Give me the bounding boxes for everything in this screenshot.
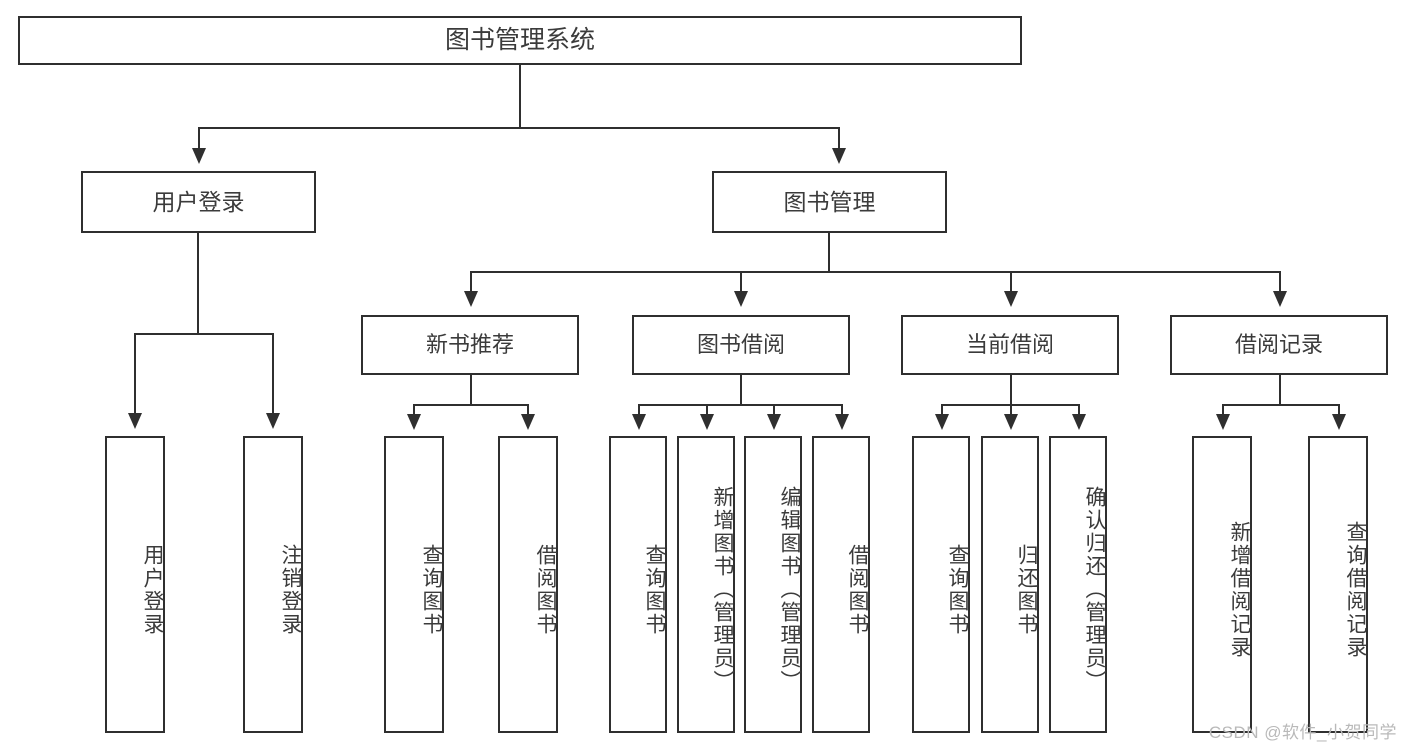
connector-root-drop-left [198,127,200,149]
arrow-to-new-book-recommend [464,291,478,307]
arrow-to-logout-leaf [266,413,280,429]
node-label: 编辑图书（管理员） [778,486,801,693]
connector-user-login-drop-2 [272,333,274,414]
node-label: 借阅图书 [846,543,869,636]
arrow-to-borrow-record [1273,291,1287,307]
connector-user-login-stem [197,233,199,334]
connector-root-bus [198,127,840,129]
connector-level3-drop-4 [1279,271,1281,292]
connector-book-borrow-drop-2 [706,404,708,415]
arrow-to-new-book-leaf-2 [521,414,535,430]
arrow-to-borrow-record-leaf-1 [1216,414,1230,430]
node-user-login[interactable]: 用户登录 [81,171,316,233]
node-current-borrow[interactable]: 当前借阅 [901,315,1119,375]
connector-current-borrow-stem [1010,375,1012,405]
csdn-watermark: CSDN @软件_小贺同学 [1208,723,1397,742]
connector-book-borrow-bus [638,404,843,406]
connector-borrow-record-bus [1222,404,1340,406]
arrow-to-borrow-record-leaf-2 [1332,414,1346,430]
connector-borrow-record-stem [1279,375,1281,405]
node-label: 新书推荐 [425,332,514,358]
arrow-to-book-management [832,148,846,164]
leaf-user-login[interactable]: 用户登录 [105,436,165,733]
leaf-query-borrow-record[interactable]: 查询借阅记录 [1308,436,1368,733]
leaf-add-borrow-record[interactable]: 新增借阅记录 [1192,436,1252,733]
node-label: 新增借阅记录 [1228,520,1251,659]
arrow-to-book-borrow-leaf-3 [767,414,781,430]
node-label: 借阅图书 [534,543,557,636]
node-book-management[interactable]: 图书管理 [712,171,947,233]
connector-root-drop-right [838,127,840,149]
connector-level3-drop-2 [740,271,742,292]
arrow-to-new-book-leaf-1 [407,414,421,430]
node-label: 用户登录 [152,188,245,215]
connector-new-book-bus [413,404,529,406]
connector-book-borrow-stem [740,375,742,405]
connector-new-book-drop-2 [527,404,529,415]
leaf-query-book-recommend[interactable]: 查询图书 [384,436,444,733]
connector-book-borrow-drop-1 [638,404,640,415]
leaf-add-book-admin[interactable]: 新增图书（管理员） [677,436,735,733]
leaf-confirm-return-admin[interactable]: 确认归还（管理员） [1049,436,1107,733]
node-label: 查询图书 [643,543,666,636]
arrow-to-book-borrow-leaf-2 [700,414,714,430]
connector-current-borrow-drop-3 [1078,404,1080,415]
leaf-return-book[interactable]: 归还图书 [981,436,1039,733]
node-label: 图书管理 [783,188,876,215]
connector-book-borrow-drop-3 [773,404,775,415]
node-root-book-management-system[interactable]: 图书管理系统 [18,16,1022,65]
arrow-to-book-borrow [734,291,748,307]
arrow-to-user-login-leaf [128,413,142,429]
connector-borrow-record-drop-2 [1338,404,1340,415]
node-label: 注销登录 [279,543,302,636]
connector-root-stem [519,65,521,128]
connector-user-login-drop-1 [134,333,136,414]
node-label: 查询图书 [420,543,443,636]
connector-level3-drop-1 [470,271,472,292]
arrow-to-current-borrow-leaf-3 [1072,414,1086,430]
node-label: 用户登录 [141,543,164,636]
leaf-borrow-book-recommend[interactable]: 借阅图书 [498,436,558,733]
node-label: 查询图书 [946,543,969,636]
node-label: 新增图书（管理员） [711,486,734,693]
connector-new-book-drop-1 [413,404,415,415]
arrow-to-user-login [192,148,206,164]
leaf-borrow-book[interactable]: 借阅图书 [812,436,870,733]
node-label: 图书管理系统 [444,26,595,55]
node-label: 归还图书 [1015,543,1038,636]
leaf-query-book-current[interactable]: 查询图书 [912,436,970,733]
arrow-to-current-borrow [1004,291,1018,307]
connector-new-book-stem [470,375,472,405]
connector-level3-drop-3 [1010,271,1012,292]
node-borrow-record[interactable]: 借阅记录 [1170,315,1388,375]
node-label: 图书借阅 [696,332,785,358]
connector-user-login-bus [134,333,274,335]
arrow-to-book-borrow-leaf-4 [835,414,849,430]
node-book-borrow[interactable]: 图书借阅 [632,315,850,375]
connector-book-management-stem [828,233,830,272]
node-label: 当前借阅 [965,332,1054,358]
node-label: 借阅记录 [1234,332,1323,358]
leaf-query-book-borrow[interactable]: 查询图书 [609,436,667,733]
leaf-logout[interactable]: 注销登录 [243,436,303,733]
arrow-to-current-borrow-leaf-1 [935,414,949,430]
node-label: 查询借阅记录 [1344,520,1367,659]
arrow-to-current-borrow-leaf-2 [1004,414,1018,430]
connector-borrow-record-drop-1 [1222,404,1224,415]
connector-level3-bus [470,271,1281,273]
connector-book-borrow-drop-4 [841,404,843,415]
arrow-to-book-borrow-leaf-1 [632,414,646,430]
connector-current-borrow-drop-2 [1010,404,1012,415]
connector-current-borrow-drop-1 [941,404,943,415]
leaf-edit-book-admin[interactable]: 编辑图书（管理员） [744,436,802,733]
node-new-book-recommend[interactable]: 新书推荐 [361,315,579,375]
node-label: 确认归还（管理员） [1083,486,1106,693]
